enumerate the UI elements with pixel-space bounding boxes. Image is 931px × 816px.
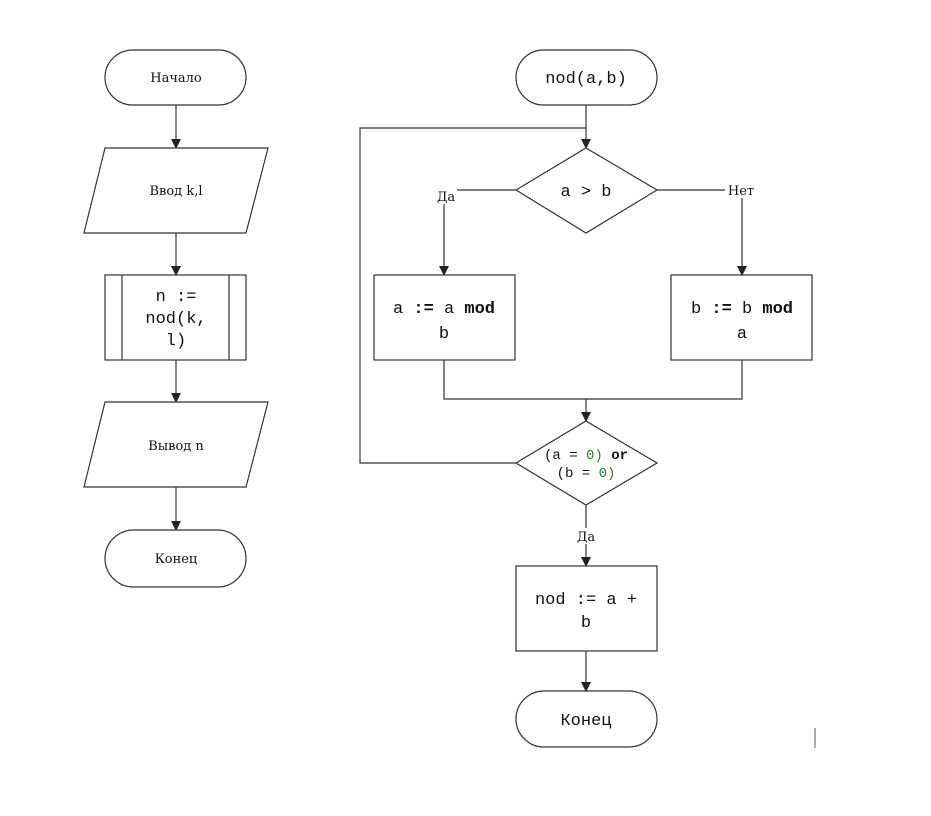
call-line-1: n :=	[156, 288, 197, 307]
exit-yes-label-bg	[575, 528, 597, 544]
result-line-2: b	[581, 614, 591, 633]
condition-text: a > b	[560, 183, 611, 202]
loop-condition-diamond	[514, 420, 659, 506]
loop-back-connector	[359, 127, 586, 464]
nod-end-label: Конец	[560, 712, 611, 731]
assign-a-operand2: b	[439, 325, 449, 344]
condition-right: b	[601, 183, 611, 202]
loop-cond-line-2: (b = 0)	[557, 466, 616, 482]
input-block	[83, 147, 269, 234]
assign-b-var: b	[691, 300, 701, 319]
assign-b-operand1: b	[742, 300, 752, 319]
assign-b-op: :=	[711, 300, 731, 319]
subroutine-call-block	[104, 274, 247, 361]
call-line-2: nod(k,	[145, 310, 206, 329]
no-label: Нет	[728, 184, 754, 199]
assign-b-keyword: mod	[762, 300, 793, 319]
end-terminator	[104, 529, 247, 588]
loop-cond-eq-2: =	[582, 466, 590, 482]
exit-yes-label: Да	[577, 530, 596, 545]
result-line-1: nod := a +	[535, 591, 637, 610]
yes-label: Да	[437, 190, 456, 205]
assign-b-block	[670, 274, 813, 361]
nod-end-terminator	[515, 690, 658, 748]
assign-a-keyword: mod	[464, 300, 495, 319]
assign-a-op: :=	[413, 300, 433, 319]
nod-start-terminator	[515, 49, 658, 106]
result-block	[515, 565, 658, 652]
condition-diamond	[514, 147, 659, 234]
output-block	[83, 401, 269, 488]
end-label: Конец	[155, 552, 198, 567]
assign-a-line-1: a := a mod	[393, 300, 495, 319]
nod-flowchart: nod(a,b) a > b Да Нет a := a mod b b := …	[359, 49, 813, 748]
loop-cond-eq-1: =	[569, 448, 577, 464]
assign-a-block	[373, 274, 516, 361]
loop-cond-b: (b	[557, 466, 574, 482]
start-terminator	[104, 49, 247, 106]
assign-b-operand2: a	[737, 325, 747, 344]
output-label: Вывод n	[148, 439, 204, 454]
condition-left: a	[560, 183, 570, 202]
no-label-bg	[725, 182, 757, 198]
loop-cond-zero-2: 0)	[599, 466, 616, 482]
loop-cond-a: (a	[544, 448, 561, 464]
loop-cond-line-1: (a = 0) or	[544, 448, 628, 464]
loop-cond-zero-1: 0)	[586, 448, 603, 464]
assign-a-operand1: a	[444, 300, 454, 319]
assign-a-var: a	[393, 300, 403, 319]
input-label: Ввод k,l	[149, 184, 202, 199]
condition-operator: >	[581, 183, 591, 202]
assign-b-line-1: b := b mod	[691, 300, 793, 319]
merge-connector	[443, 360, 743, 400]
nod-start-label: nod(a,b)	[545, 70, 627, 89]
call-line-3: l)	[166, 332, 186, 351]
main-flowchart: Начало Ввод k,l n := nod(k, l) Вывод n К…	[83, 49, 269, 588]
start-label: Начало	[150, 71, 202, 86]
yes-label-bg	[435, 188, 457, 204]
connector-no-branch	[657, 189, 747, 276]
loop-cond-or: or	[611, 448, 628, 464]
